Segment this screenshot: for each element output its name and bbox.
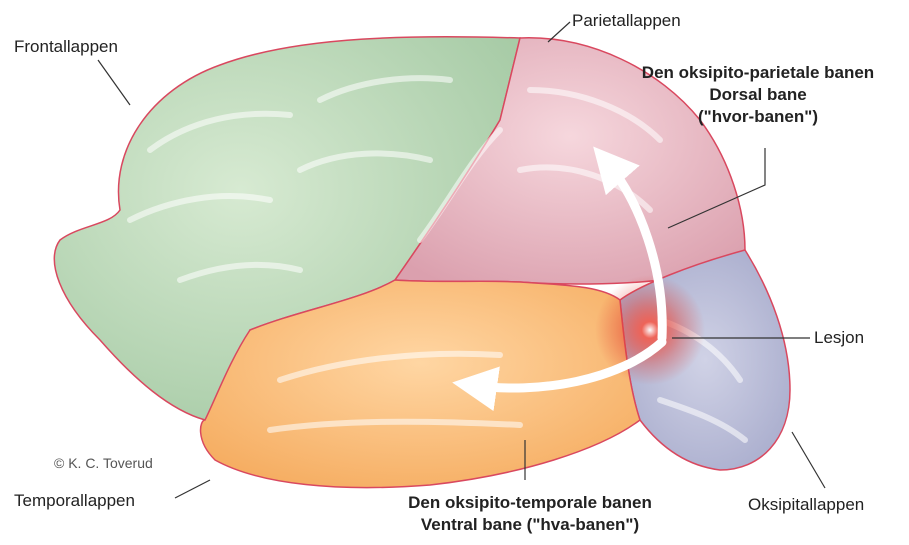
lesion-label: Lesjon xyxy=(814,327,864,349)
temporal-lobe-label: Temporallappen xyxy=(14,490,135,512)
dorsal-pathway-label-line1: Den oksipito-parietale banen xyxy=(612,62,904,84)
occipital-lobe-label: Oksipitallappen xyxy=(748,494,864,516)
ventral-pathway-label-line1: Den oksipito-temporale banen xyxy=(380,492,680,514)
dorsal-pathway-label-line2: Dorsal bane xyxy=(612,84,904,106)
ventral-pathway-label-line2: Ventral bane ("hva-banen") xyxy=(380,514,680,536)
copyright-credit: © K. C. Toverud xyxy=(54,452,153,474)
ventral-pathway-label: Den oksipito-temporale banen Ventral ban… xyxy=(380,492,680,536)
dorsal-pathway-label: Den oksipito-parietale banen Dorsal bane… xyxy=(612,62,904,128)
parietal-lobe-label: Parietallappen xyxy=(572,10,681,32)
dorsal-pathway-label-line3: ("hvor-banen") xyxy=(612,106,904,128)
frontal-lobe-label: Frontallappen xyxy=(14,36,118,58)
